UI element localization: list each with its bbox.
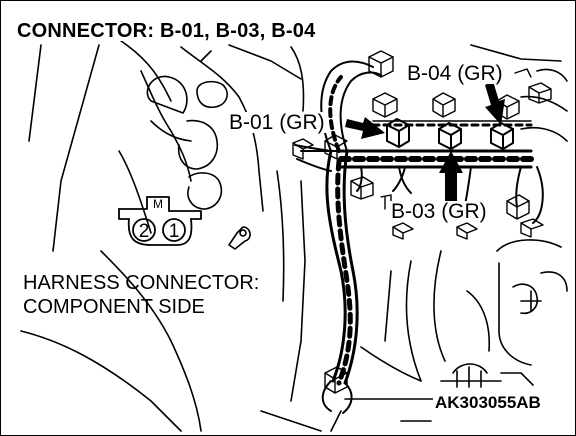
connector-face-diagram: M 2 1 bbox=[118, 196, 202, 246]
callout-b03-label: B-03 (GR) bbox=[389, 200, 489, 223]
connector-b01-plug bbox=[386, 118, 410, 148]
harness-caption-line-1: HARNESS CONNECTOR: bbox=[23, 272, 260, 294]
callout-b04-label: B-04 (GR) bbox=[405, 62, 505, 85]
callout-b01-label: B-01 (GR) bbox=[227, 111, 327, 134]
connector-b03-target bbox=[438, 122, 462, 150]
connector-b04-target bbox=[490, 122, 514, 150]
diagram-title: CONNECTOR: B-01, B-03, B-04 bbox=[17, 20, 316, 42]
engine-background-lines bbox=[20, 40, 568, 432]
connector-b04-plug bbox=[368, 50, 394, 78]
harness-caption: HARNESS CONNECTOR: COMPONENT SIDE bbox=[23, 271, 259, 319]
pin-1-outline bbox=[162, 218, 186, 242]
connector-blocks bbox=[292, 50, 552, 394]
arrow-b01 bbox=[345, 117, 385, 139]
pin-1-label: 1 bbox=[169, 221, 180, 242]
pin-2-label: 2 bbox=[139, 221, 150, 242]
figure-code: AK303055AB bbox=[433, 393, 543, 412]
arrow-b03 bbox=[439, 151, 463, 201]
connector-key-label: M bbox=[153, 197, 163, 211]
ground-terminal bbox=[228, 226, 251, 250]
pin-2-outline bbox=[132, 218, 156, 242]
wiring-harness bbox=[294, 60, 544, 414]
arrow-b04 bbox=[485, 81, 505, 125]
callout-arrows bbox=[345, 81, 505, 201]
harness-caption-line-2: COMPONENT SIDE bbox=[23, 296, 205, 318]
